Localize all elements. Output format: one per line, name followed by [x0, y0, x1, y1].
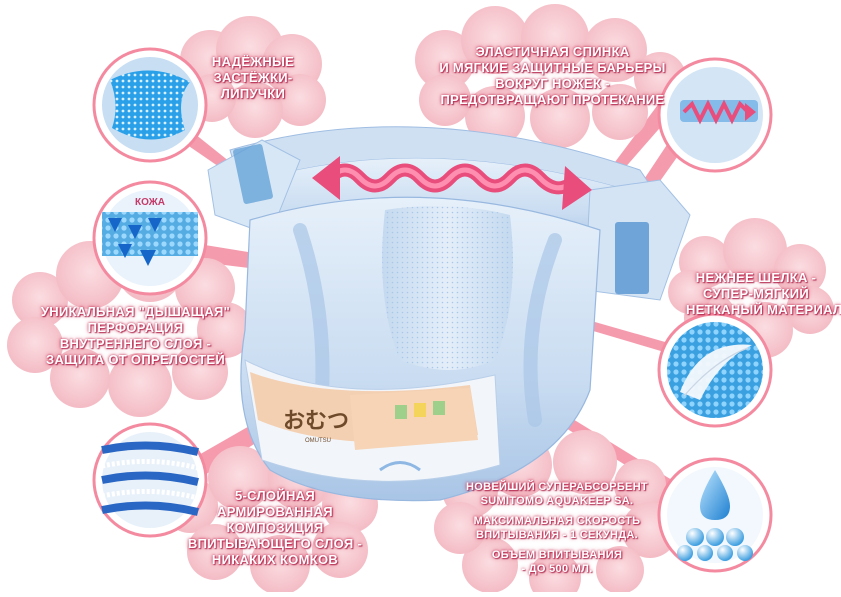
- cloud-elastic: [415, 4, 686, 148]
- diaper-print-main: おむつ: [283, 409, 349, 434]
- label-layers: 5-СЛОЙНАЯ АРМИРОВАННАЯ КОМПОЗИЦИЯ ВПИТЫВ…: [187, 488, 363, 567]
- inset-layers: [92, 422, 208, 538]
- velcro-icon: [110, 70, 190, 140]
- inset-absorbent: [657, 457, 773, 573]
- feather-icon: [680, 344, 752, 400]
- layers-icon: [101, 441, 199, 516]
- label-fasteners: НАДЁЖНЫЕ ЗАСТЁЖКИ- ЛИПУЧКИ: [211, 54, 295, 101]
- inset-skin-label: КОЖА: [135, 197, 165, 208]
- inset-silk: [657, 312, 773, 428]
- cloud-silk: [668, 218, 834, 358]
- diaper-print-sub: OMUTSU: [305, 438, 331, 444]
- label-elastic: ЭЛАСТИЧНАЯ СПИНКА И МЯГКИЕ ЗАЩИТНЫЕ БАРЬ…: [439, 44, 666, 107]
- label-absorbent: НОВЕЙШИЙ СУПЕРАБСОРБЕНТ SUMITOMO AQUAKEE…: [466, 481, 648, 575]
- water-drop-icon: [700, 470, 730, 520]
- inset-breathing: [92, 180, 208, 296]
- inset-elastic: [657, 57, 773, 173]
- elastic-stretch-arrow-icon: [312, 156, 592, 210]
- label-silk: НЕЖНЕЕ ШЕЛКА - СУПЕР-МЯГКИЙ НЕТКАНЫЙ МАТ…: [686, 270, 841, 317]
- elastic-arrow-icon: [682, 99, 750, 125]
- diaper: [207, 126, 691, 502]
- inset-velcro: [92, 47, 208, 163]
- label-breathing: УНИКАЛЬНАЯ "ДЫШАЩАЯ" ПЕРФОРАЦИЯ ВНУТРЕНН…: [40, 304, 231, 367]
